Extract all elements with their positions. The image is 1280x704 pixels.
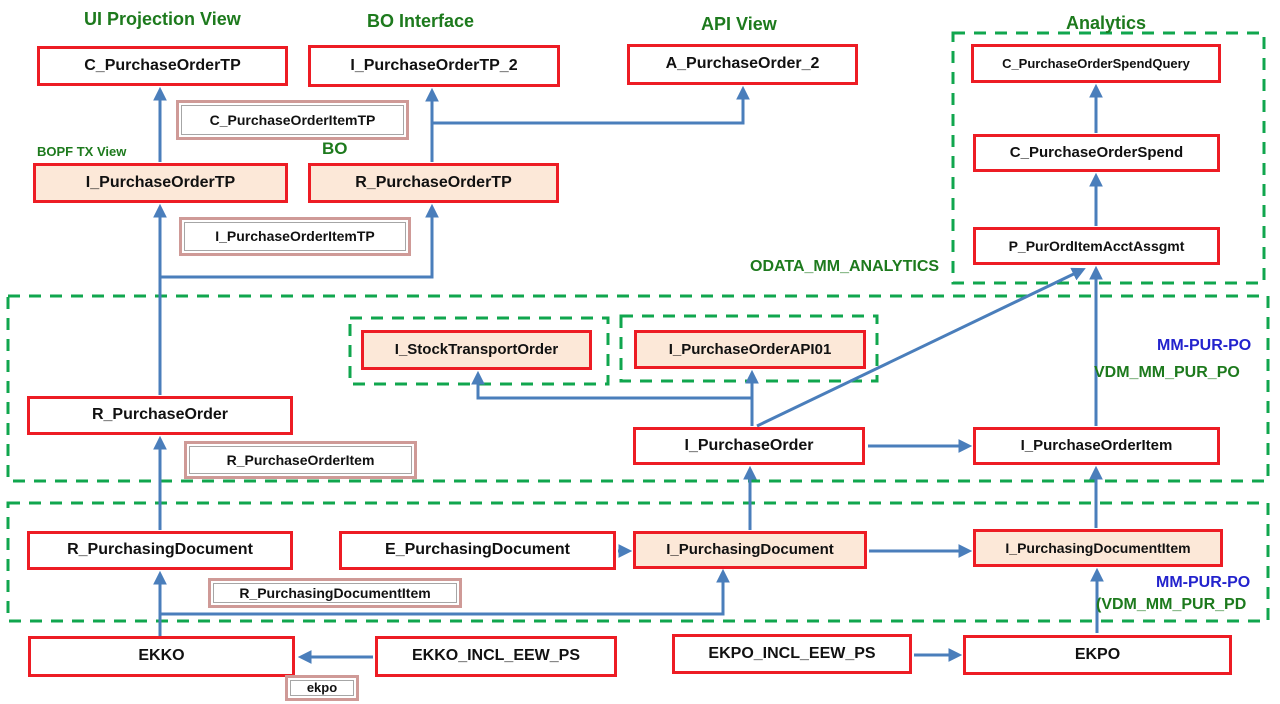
node-i-stocktransportorder: I_StockTransportOrder	[361, 330, 592, 370]
label-mm-pur-po-lower: MM-PUR-PO	[1156, 574, 1251, 591]
label-bo: BO	[322, 139, 348, 158]
vdm-mm-pur-po-group-frame	[6, 294, 1270, 483]
node-i-purchaseordertp: I_PurchaseOrderTP	[33, 163, 288, 203]
analytics-group-frame	[951, 31, 1266, 285]
node-i-purchaseorder: I_PurchaseOrder	[633, 427, 865, 465]
node-c-purchaseordertp: C_PurchaseOrderTP	[37, 46, 288, 86]
arrow-elbow-to-rpurchaseordertp	[160, 203, 439, 279]
node-i-purchaseordertp-2: I_PurchaseOrderTP_2	[308, 45, 560, 87]
arrow-ipurchaseorder-to-stocktransportorder	[471, 370, 752, 400]
node-ekpo-table: EKPO	[963, 635, 1232, 675]
node-a-purchaseorder-2: A_PurchaseOrder_2	[627, 44, 858, 85]
node-r-purchasingdocumentitem: R_PurchasingDocumentItem	[208, 578, 462, 608]
arrow-branch-to-apurchaseorder2	[432, 85, 750, 125]
label-vdm-mm-pur-po: VDM_MM_PUR_PO	[1094, 364, 1240, 381]
node-r-purchaseorder: R_PurchaseOrder	[27, 396, 293, 435]
node-e-purchasingdocument: E_PurchasingDocument	[339, 531, 616, 570]
node-ekpo-incl-eew-ps-table: EKPO_INCL_EEW_PS	[672, 634, 912, 674]
node-r-purchasingdocument: R_PurchasingDocument	[27, 531, 293, 570]
arrows	[153, 83, 1104, 664]
node-c-purchaseorderitemtp: C_PurchaseOrderItemTP	[176, 100, 409, 140]
node-i-purchaseorderitemtp: I_PurchaseOrderItemTP	[179, 217, 411, 256]
header-ui-projection-view: UI Projection View	[84, 9, 241, 29]
node-i-purchaseorderitem: I_PurchaseOrderItem	[973, 427, 1220, 465]
node-ekko-table: EKKO	[28, 636, 295, 677]
label-vdm-mm-pur-pd: (VDM_MM_PUR_PD	[1096, 596, 1247, 613]
label-mm-pur-po-upper: MM-PUR-PO	[1157, 337, 1252, 354]
node-c-purchaseorderspendquery: C_PurchaseOrderSpendQuery	[971, 44, 1221, 83]
node-ekko-incl-eew-ps-table: EKKO_INCL_EEW_PS	[375, 636, 617, 677]
node-r-purchaseorderitem: R_PurchaseOrderItem	[184, 441, 417, 479]
header-analytics: Analytics	[1066, 13, 1147, 33]
vdm-mm-pur-pd-group-frame	[6, 501, 1270, 623]
node-r-purchaseordertp: R_PurchaseOrderTP	[308, 163, 559, 203]
header-bo-interface: BO Interface	[367, 11, 475, 31]
label-odata-mm-analytics: ODATA_MM_ANALYTICS	[750, 258, 940, 275]
node-i-purchasingdocumentitem: I_PurchasingDocumentItem	[973, 529, 1223, 567]
node-i-purchasingdocument: I_PurchasingDocument	[633, 531, 867, 569]
label-bopf-tx-view: BOPF TX View	[37, 144, 127, 159]
node-i-purchaseorderapi01: I_PurchaseOrderAPI01	[634, 330, 866, 369]
node-ekpo-association: ekpo	[285, 675, 359, 701]
node-c-purchaseorderspend: C_PurchaseOrderSpend	[973, 134, 1220, 172]
header-api-view: API View	[701, 14, 777, 34]
arrow-ekko-branch-to-ipurchasingdocument	[160, 568, 730, 616]
node-p-purorditemacctassgmt: P_PurOrdItemAcctAssgmt	[973, 227, 1220, 265]
arrow-ipurchaseorder-to-ppurord	[756, 267, 1086, 428]
